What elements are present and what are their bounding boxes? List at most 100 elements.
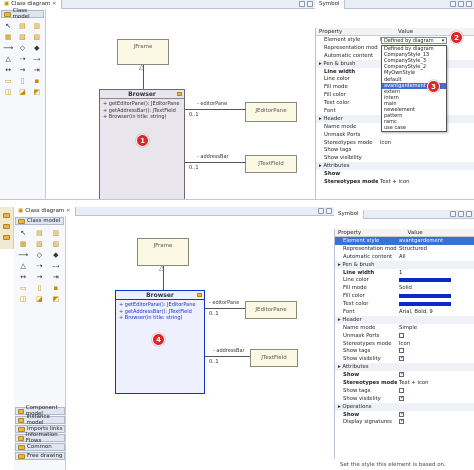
constraint-tool-icon[interactable]: ▯ bbox=[20, 77, 25, 85]
realization-tool-icon[interactable]: ⇢ bbox=[19, 55, 26, 63]
property-value[interactable]: Icon bbox=[399, 340, 411, 347]
property-value[interactable]: Arial, Bold, 9 bbox=[399, 308, 433, 315]
property-value[interactable]: Solid bbox=[399, 285, 412, 292]
constraint-tool-icon[interactable]: ▯ bbox=[37, 284, 42, 292]
property-value[interactable] bbox=[397, 387, 474, 394]
operation-item[interactable]: + getEditorPane(): JEditorPane bbox=[119, 302, 196, 308]
palette-section-component[interactable]: Component model bbox=[15, 405, 65, 417]
palette-section-free-drawing[interactable]: Free drawing bbox=[15, 452, 65, 460]
operation-item[interactable]: + Browser(in title: string) bbox=[119, 315, 183, 321]
bottom-class-browser[interactable]: Browser + getEditorPane(): JEditorPane +… bbox=[115, 290, 205, 394]
datatype-tool-icon[interactable]: ▧ bbox=[19, 33, 26, 41]
dropdown-option[interactable]: CompanyStyle_2 bbox=[384, 64, 427, 71]
property-value[interactable] bbox=[397, 372, 474, 378]
property-row[interactable]: Font bbox=[316, 107, 474, 115]
association-tool-icon[interactable]: ⟶ bbox=[3, 44, 14, 52]
top-symbol-tab[interactable]: Symbol bbox=[315, 0, 345, 9]
palette-section-imports[interactable]: Imports links bbox=[15, 425, 65, 433]
property-row[interactable]: Display signatures bbox=[335, 418, 474, 426]
package-tool-icon[interactable]: ▨ bbox=[33, 33, 41, 41]
minimize-icon[interactable] bbox=[318, 208, 324, 214]
maximize-icon[interactable] bbox=[307, 1, 313, 7]
dropdown-option[interactable]: CompanyStyle_13 bbox=[384, 52, 430, 59]
property-row[interactable]: Unmask Ports bbox=[335, 332, 474, 340]
property-value[interactable]: avantgardement bbox=[397, 237, 474, 244]
property-row[interactable]: Show tags bbox=[335, 387, 474, 395]
property-row[interactable]: Unmask Ports bbox=[316, 131, 474, 139]
property-value[interactable]: All bbox=[399, 253, 406, 260]
navigable-tool-icon[interactable]: → bbox=[19, 66, 26, 74]
dropdown-option[interactable]: avantgardement bbox=[382, 82, 446, 89]
interface-tool-icon[interactable]: ▥ bbox=[52, 229, 60, 237]
bottom-class-jeditorpane[interactable]: JEditorPane bbox=[245, 301, 297, 319]
property-row[interactable]: Text color bbox=[335, 300, 474, 308]
aggregation-tool-icon[interactable]: ◇ bbox=[19, 44, 26, 52]
navigable-tool-icon[interactable]: → bbox=[36, 273, 43, 281]
interface-tool-icon[interactable]: ▥ bbox=[33, 22, 41, 30]
top-class-jtextfield[interactable]: JTextField bbox=[245, 155, 297, 173]
dropdown-option[interactable]: newelement bbox=[384, 106, 415, 113]
property-row[interactable]: Representation mode bbox=[316, 44, 474, 52]
attribute-tool-icon[interactable]: ◫ bbox=[19, 295, 27, 303]
minimize-icon[interactable] bbox=[466, 211, 472, 217]
property-value[interactable] bbox=[397, 348, 474, 354]
property-row[interactable]: Name mode bbox=[316, 123, 474, 131]
operation-item[interactable]: + getAddressBar(): JTextField bbox=[103, 107, 176, 114]
aggregation-tool-icon[interactable]: ◇ bbox=[36, 251, 43, 259]
style-icon[interactable] bbox=[458, 1, 464, 7]
pointer-tool-icon[interactable]: ↖ bbox=[20, 229, 27, 237]
top-diagram-canvas[interactable]: JFrame △ Browser + getEditorPane(): JEdi… bbox=[47, 9, 315, 199]
dropdown-option[interactable]: extern bbox=[384, 88, 401, 95]
checkbox[interactable] bbox=[399, 395, 405, 401]
property-row[interactable]: Show bbox=[335, 371, 474, 379]
operation-item[interactable]: + getEditorPane(): JEditorPane bbox=[103, 101, 180, 107]
property-value[interactable] bbox=[397, 277, 474, 283]
checkbox[interactable] bbox=[399, 372, 405, 378]
composition-tool-icon[interactable]: ◆ bbox=[34, 44, 40, 52]
association-tool-icon[interactable]: ⟶ bbox=[18, 251, 29, 259]
property-value[interactable] bbox=[397, 356, 474, 362]
link-tool-icon[interactable]: ↔ bbox=[5, 66, 12, 74]
checkbox[interactable] bbox=[399, 411, 405, 417]
color-swatch[interactable] bbox=[399, 301, 451, 306]
bottom-class-jframe[interactable]: JFrame bbox=[137, 238, 189, 266]
note-tool-icon[interactable]: ▭ bbox=[4, 77, 12, 85]
property-row[interactable]: Line color bbox=[335, 276, 474, 284]
property-section[interactable]: ▸ Header bbox=[335, 315, 474, 324]
operation-item[interactable]: + getAddressBar(): JTextField bbox=[119, 308, 192, 315]
dropdown-option[interactable]: use case bbox=[384, 125, 406, 132]
composition-tool-icon[interactable]: ◆ bbox=[53, 251, 59, 259]
bottom-diagram-canvas[interactable]: JFrame △ Browser + getEditorPane(): JEdi… bbox=[67, 216, 334, 470]
operation-tool-icon[interactable]: ◪ bbox=[36, 295, 43, 303]
property-row[interactable]: Show tags bbox=[335, 347, 474, 355]
property-row[interactable]: Show tags bbox=[316, 146, 474, 154]
attribute-tool-icon[interactable]: ◫ bbox=[4, 88, 12, 96]
property-value[interactable]: Text + icon bbox=[399, 379, 429, 386]
top-palette-header[interactable]: Class model bbox=[1, 8, 44, 20]
dropdown-option[interactable]: ramc bbox=[384, 119, 397, 126]
checkbox[interactable] bbox=[399, 348, 404, 354]
enum-tool-icon[interactable]: ▦ bbox=[4, 33, 12, 41]
top-class-browser[interactable]: Browser + getEditorPane(): JEditorPane +… bbox=[99, 89, 185, 199]
property-value[interactable] bbox=[397, 411, 474, 418]
checkbox[interactable] bbox=[399, 419, 405, 425]
bottom-symbol-tab[interactable]: Symbol bbox=[334, 209, 364, 219]
property-section[interactable]: ▸ Operations bbox=[335, 402, 474, 411]
property-row[interactable]: Show visibility bbox=[335, 355, 474, 363]
property-row[interactable]: Show bbox=[316, 170, 474, 178]
dependency-tool-icon[interactable]: ⤍ bbox=[33, 54, 41, 63]
property-value[interactable]: 1 bbox=[399, 269, 403, 276]
port-tool-icon[interactable]: ▪ bbox=[34, 77, 40, 85]
checkbox[interactable] bbox=[399, 356, 405, 362]
minimize-icon[interactable] bbox=[299, 1, 305, 7]
class-tool-icon[interactable]: ▤ bbox=[19, 22, 26, 30]
property-value[interactable] bbox=[397, 419, 474, 425]
maximize-icon[interactable] bbox=[326, 208, 332, 214]
